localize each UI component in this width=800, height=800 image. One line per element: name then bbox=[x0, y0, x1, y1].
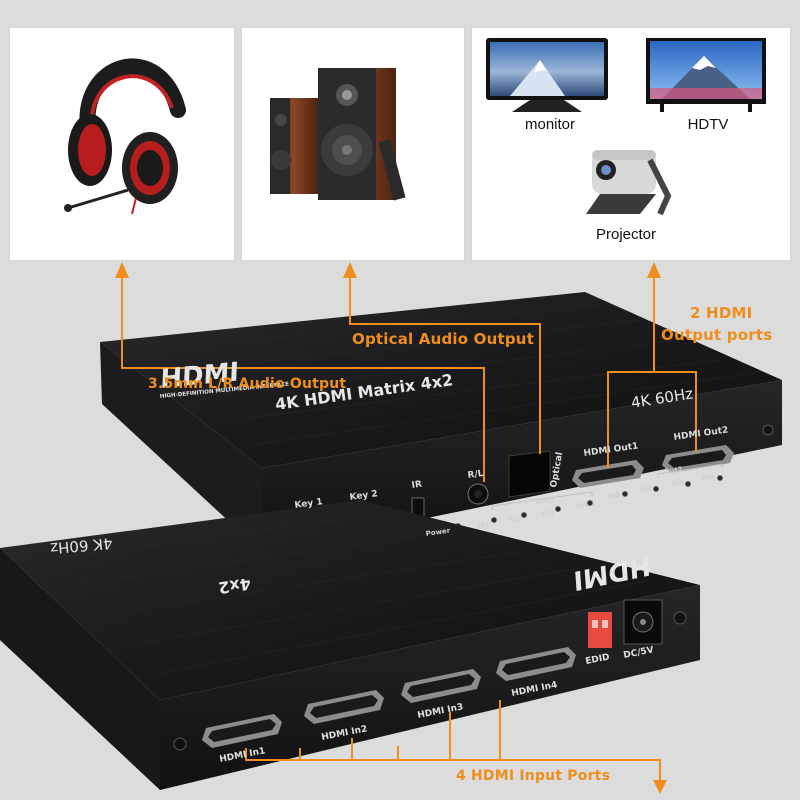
out2-in3-label: In3 bbox=[671, 478, 685, 488]
out2-in2-label: In2 bbox=[639, 484, 653, 494]
out2-in4-label: In4 bbox=[701, 472, 715, 482]
ir-label: IR bbox=[411, 480, 423, 491]
out2-label: Out2 bbox=[663, 465, 683, 476]
key2-label: Key 2 bbox=[349, 489, 378, 503]
edid-label: EDID bbox=[585, 652, 611, 666]
out1-in4-label: In4 bbox=[575, 500, 589, 510]
hdmi-out-callout-line1: 2 HDMI bbox=[690, 304, 753, 322]
out1-in3-label: In3 bbox=[541, 508, 555, 518]
callout-arrowheads bbox=[115, 262, 667, 794]
rl-label: R/L bbox=[467, 469, 484, 481]
hdmi-in-callout: 4 HDMI Input Ports bbox=[456, 768, 611, 784]
hdtv-icon bbox=[646, 38, 766, 112]
back-product-fragment: 4x2 bbox=[217, 574, 252, 597]
matrix-back-device bbox=[0, 500, 700, 790]
callout-lines bbox=[121, 272, 697, 784]
out2-in1-label: In1 bbox=[607, 490, 621, 500]
headphones-icon bbox=[64, 58, 186, 215]
speakers-icon bbox=[270, 68, 406, 201]
out1-label: Out1 bbox=[535, 495, 555, 506]
monitor-icon bbox=[486, 38, 608, 112]
projector-icon bbox=[586, 150, 672, 216]
projector-label: Projector bbox=[595, 226, 657, 243]
power-label: Power bbox=[425, 527, 451, 538]
back-resolution: 4K 60Hz bbox=[49, 534, 113, 557]
monitor-label: monitor bbox=[524, 116, 576, 133]
hdtv-label: HDTV bbox=[687, 116, 729, 133]
optical-output-callout: Optical Audio Output bbox=[352, 330, 535, 348]
hdmi-out-callout-line2: Output ports bbox=[661, 326, 773, 344]
out1-in1-label: In1 bbox=[477, 520, 491, 530]
out1-in2-label: In2 bbox=[509, 514, 523, 524]
analog-output-callout: 3.5mm L/R Audio Output bbox=[148, 376, 347, 392]
key1-label: Key 1 bbox=[294, 497, 323, 511]
